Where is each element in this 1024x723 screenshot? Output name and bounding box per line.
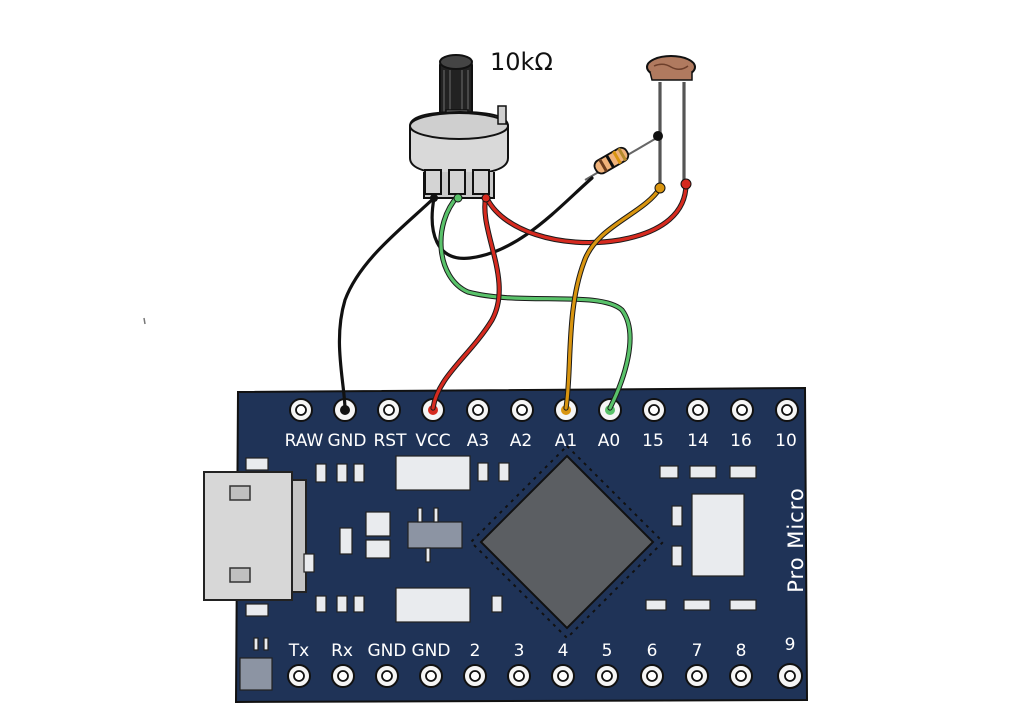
- pin-rx: [331, 664, 355, 688]
- potentiometer: 10kΩ: [409, 48, 553, 199]
- pin-gnd: [333, 398, 357, 422]
- top-pin-labels: RAW GND RST VCC A3 A2 A1 A0 15 14 16 10: [285, 431, 797, 451]
- wire-red-photoresistor-core: [484, 182, 688, 245]
- wire-black-gnd: [337, 196, 436, 410]
- pin-label-9: 9: [785, 635, 796, 655]
- pin-label-a1: A1: [555, 431, 577, 451]
- wire-orange-a1-core: [564, 186, 662, 410]
- pin-rst: [377, 398, 401, 422]
- pin-label-gnd-1: GND: [368, 641, 407, 661]
- pin-label-14: 14: [687, 431, 709, 451]
- pin-label-gnd-2: GND: [412, 641, 451, 661]
- top-pin-row: [289, 398, 799, 422]
- pin-15: [642, 398, 666, 422]
- pin-label-vcc: VCC: [415, 431, 450, 451]
- pin-gnd-2: [419, 664, 443, 688]
- wires: [337, 176, 692, 411]
- pin-label-4: 4: [558, 641, 569, 661]
- bottom-pin-labels: Tx Rx GND GND 2 3 4 5 6 7 8 9: [288, 635, 796, 661]
- pin-label-rst: RST: [374, 431, 408, 451]
- bottom-pin-row: [287, 663, 803, 689]
- pin-label-6: 6: [647, 641, 658, 661]
- pin-label-15: 15: [642, 431, 664, 451]
- pin-6: [640, 664, 664, 688]
- pin-label-a2: A2: [510, 431, 532, 451]
- pencil-mark: [143, 317, 146, 325]
- microcontroller-chip: [469, 444, 665, 640]
- pin-label-16: 16: [730, 431, 752, 451]
- wire-end-red-ldr: [680, 178, 692, 190]
- pin-label-3: 3: [514, 641, 525, 661]
- pin-tx: [287, 664, 311, 688]
- wire-end-black: [430, 194, 438, 202]
- pin-label-a3: A3: [467, 431, 489, 451]
- pot-terminals: [424, 169, 490, 195]
- pin-gnd-1: [375, 664, 399, 688]
- board-name: Pro Micro: [784, 487, 808, 593]
- potentiometer-label: 10kΩ: [490, 48, 553, 76]
- pin-label-a0: A0: [598, 431, 620, 451]
- wire-black-resistor: [430, 176, 594, 260]
- pin-label-8: 8: [736, 641, 747, 661]
- pin-3: [507, 664, 531, 688]
- pin-label-7: 7: [692, 641, 703, 661]
- smd-components: [239, 455, 757, 691]
- pin-label-tx: Tx: [288, 641, 309, 661]
- pin-9: [777, 663, 803, 689]
- resistor: [584, 131, 663, 181]
- pin-label-2: 2: [470, 641, 481, 661]
- pin-raw: [289, 398, 313, 422]
- pin-16: [730, 398, 754, 422]
- wire-end-green: [453, 193, 463, 203]
- pin-8: [729, 664, 753, 688]
- wire-green-a0-core: [439, 194, 632, 410]
- pin-label-raw: RAW: [285, 431, 324, 451]
- pin-10: [775, 398, 799, 422]
- pin-4: [551, 664, 575, 688]
- pin-14: [686, 398, 710, 422]
- usb-connector: [203, 457, 307, 617]
- photoresistor: [646, 55, 696, 188]
- pin-2: [463, 664, 487, 688]
- pin-label-rx: Rx: [331, 641, 353, 661]
- pin-label-5: 5: [602, 641, 613, 661]
- wire-end-red: [481, 193, 491, 203]
- pin-7: [685, 664, 709, 688]
- pro-micro-board: RAW GND RST VCC A3 A2 A1 A0 15 14 16 10 …: [203, 386, 809, 704]
- pin-label-gnd: GND: [328, 431, 367, 451]
- pin-label-10: 10: [775, 431, 797, 451]
- wire-end-orange: [654, 182, 666, 194]
- wire-red-vcc-core: [431, 194, 501, 410]
- pin-a2: [510, 398, 534, 422]
- pin-a3: [466, 398, 490, 422]
- pin-5: [595, 664, 619, 688]
- junction-dot: [653, 131, 663, 141]
